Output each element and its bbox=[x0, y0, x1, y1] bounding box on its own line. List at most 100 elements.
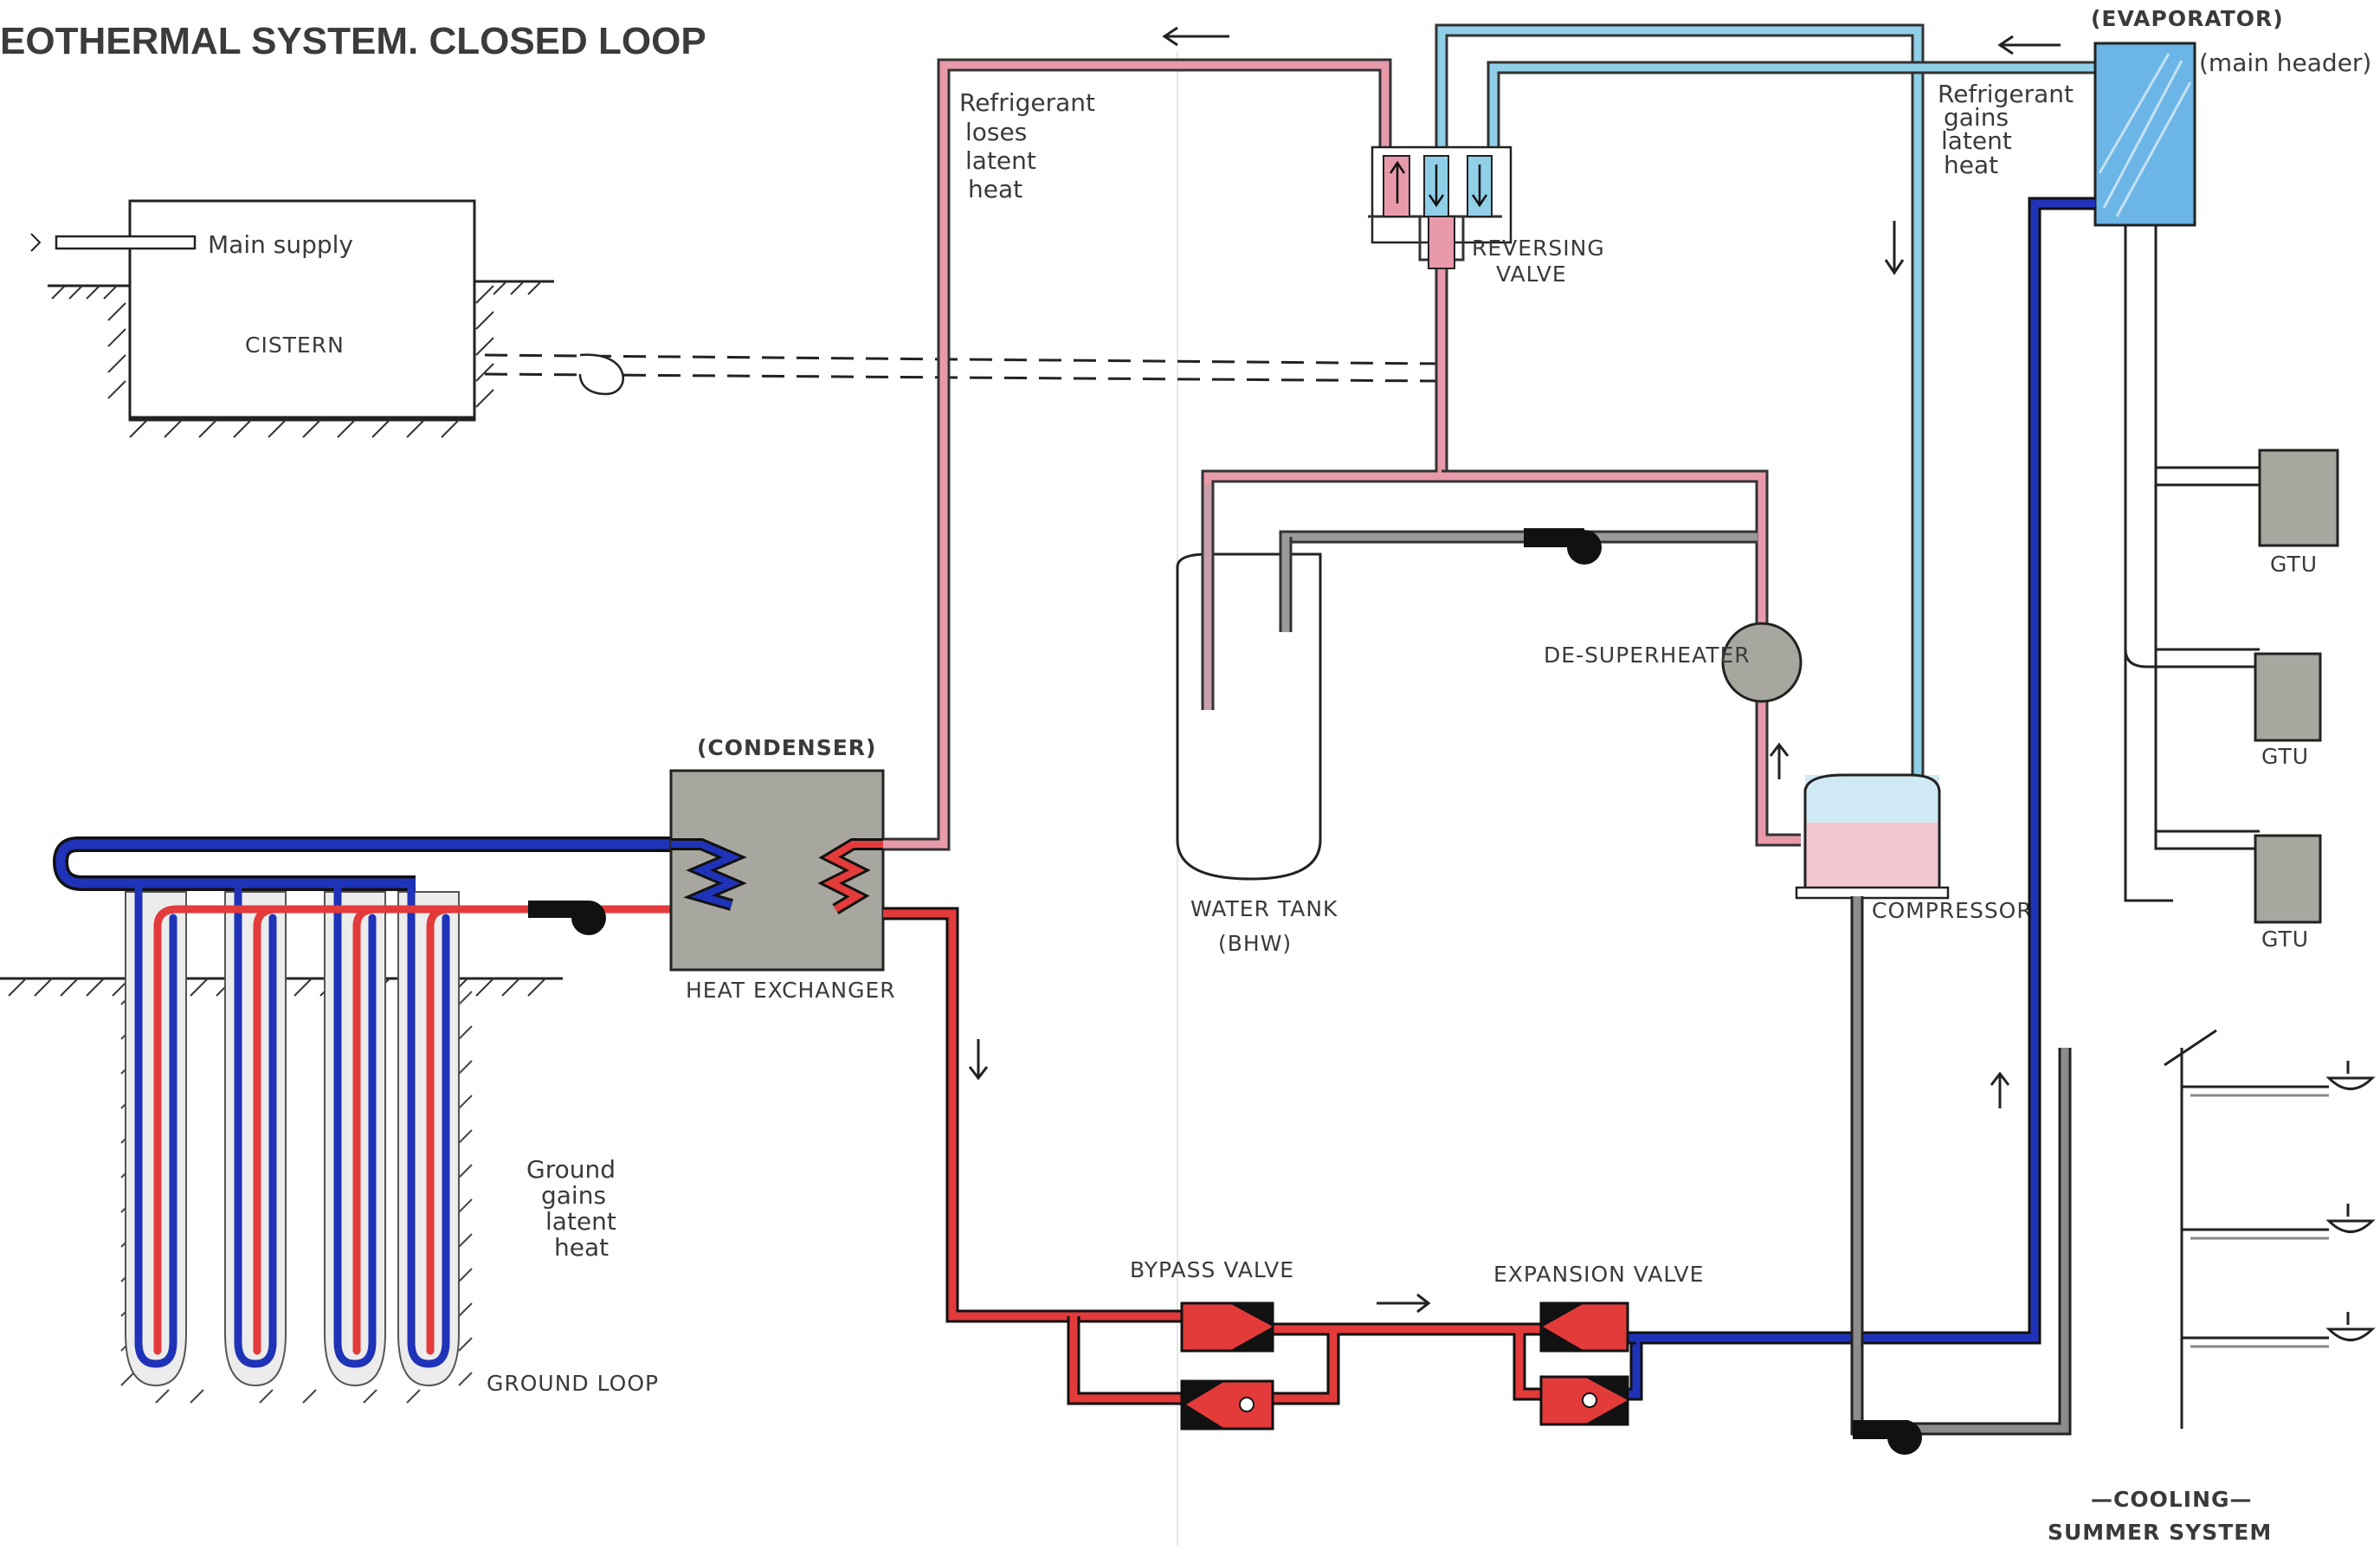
desuperheater-icon bbox=[1721, 622, 1803, 703]
expansion-valve-label: EXPANSION VALVE bbox=[1493, 1262, 1704, 1287]
reversing-valve-label: REVERSING bbox=[1472, 236, 1605, 261]
arrow-down-cool bbox=[1884, 221, 1905, 275]
arrow-top-left bbox=[1162, 26, 1229, 47]
rv-arrows bbox=[1389, 160, 1488, 208]
hot-pipe bbox=[883, 909, 1182, 1321]
bypass-valve-top-arrow bbox=[1229, 1303, 1273, 1351]
water-tank-label-2: (BHW) bbox=[1218, 931, 1292, 956]
loses-heat-label-2: loses bbox=[965, 118, 1027, 146]
arrow-right-bottom bbox=[1377, 1293, 1431, 1314]
hot-pipe-bypass-outline bbox=[1067, 1316, 1182, 1405]
hot-pipe-mid bbox=[1273, 1325, 1541, 1403]
cool-pipe-header bbox=[1489, 63, 2190, 156]
water-tank-group: WATER TANK (BHW) bbox=[1176, 485, 1337, 956]
desuperheater-label: DE-SUPERHEATER bbox=[1544, 643, 1751, 668]
ground-loop-label: GROUND LOOP bbox=[487, 1371, 659, 1396]
u-tube-red-4 bbox=[426, 905, 455, 1355]
expansion-valve-dot bbox=[1582, 1392, 1597, 1408]
gtu-label-1: GTU bbox=[2270, 552, 2318, 577]
u-tube-3 bbox=[333, 879, 377, 1368]
cold-pipe bbox=[1610, 199, 2095, 1398]
reversing-valve: REVERSING VALVE bbox=[1368, 145, 1605, 287]
cool-pipe-outer bbox=[1437, 26, 1922, 849]
ground-header-outline bbox=[52, 836, 710, 891]
gtu-group: GTU GTU GTU bbox=[2254, 449, 2339, 952]
u-tube-4 bbox=[407, 879, 450, 1368]
gtu-unit-1 bbox=[2258, 449, 2339, 547]
evaporator-label: (EVAPORATOR) bbox=[2091, 6, 2284, 31]
cool-pipe-header-outline bbox=[1487, 61, 2190, 156]
warm-pipe-top bbox=[883, 61, 1390, 849]
main-header-label: (main header) bbox=[2199, 48, 2371, 77]
ground-label-4: heat bbox=[554, 1233, 609, 1262]
compressor-base bbox=[1795, 886, 1950, 900]
cistern-hatch bbox=[51, 281, 542, 438]
refrigerant-cool-pipes bbox=[1435, 23, 2190, 849]
tank-pipe-grey bbox=[1281, 533, 1758, 623]
summer-system-label: SUMMER SYSTEM bbox=[2048, 1520, 2272, 1545]
gains-heat-label-2: gains bbox=[1944, 103, 2009, 132]
fixture-icons bbox=[2325, 1061, 2376, 1341]
hot-pipe-outline bbox=[883, 907, 1182, 1323]
u-tube-red-2 bbox=[253, 905, 281, 1355]
compressor-group: COMPRESSOR bbox=[1795, 773, 2033, 923]
diagram-title: EOTHERMAL SYSTEM. CLOSED LOOP bbox=[0, 20, 706, 62]
gtu-label-3: GTU bbox=[2261, 927, 2309, 952]
compressor-outline bbox=[1803, 773, 1941, 894]
cistern-label: CISTERN bbox=[245, 333, 345, 358]
cistern-group: Main supply CISTERN bbox=[30, 199, 1438, 438]
ground-header-blue bbox=[55, 839, 710, 888]
compressor-label: COMPRESSOR bbox=[1872, 898, 2033, 923]
evap-pipe-1 bbox=[2124, 225, 2173, 902]
hot-pipe-bypass bbox=[1069, 1316, 1182, 1403]
cooling-label: —COOLING— bbox=[2091, 1487, 2253, 1512]
condenser-label: (CONDENSER) bbox=[697, 735, 876, 760]
bypass-valve-group: BYPASS VALVE bbox=[1130, 1257, 1294, 1431]
return-pump-icon bbox=[1887, 1420, 1922, 1455]
gains-heat-label-3: latent bbox=[1941, 126, 2012, 155]
main-supply-arrow bbox=[30, 233, 42, 252]
flow-arrows bbox=[968, 26, 2061, 1314]
cistern-dashed-line bbox=[484, 353, 1438, 383]
tank-pipe-outline bbox=[1279, 530, 1758, 623]
loses-heat-label-1: Refrigerant bbox=[959, 88, 1095, 117]
refrigerant-hot-pipes bbox=[883, 907, 1541, 1405]
evaporator-shading bbox=[2098, 53, 2192, 217]
main-supply-pipe bbox=[55, 235, 197, 250]
evap-branches bbox=[2124, 433, 2260, 850]
ground-pump-icon bbox=[571, 901, 606, 935]
cool-pipe-outer-outline bbox=[1435, 23, 1925, 849]
bypass-valve-label: BYPASS VALVE bbox=[1130, 1257, 1294, 1282]
arrow-up-blue bbox=[1990, 1071, 2010, 1108]
fixture-pipes-2 bbox=[2190, 1094, 2329, 1348]
summer-fixtures bbox=[2164, 1029, 2376, 1429]
hx-coil-left bbox=[671, 841, 741, 908]
expansion-valve-group: EXPANSION VALVE bbox=[1493, 1262, 1704, 1426]
compressor-cool-zone bbox=[1805, 775, 1939, 823]
gains-heat-label-1: Refrigerant bbox=[1938, 80, 2074, 108]
evap-branches-2 bbox=[2156, 466, 2260, 833]
gtu-label-2: GTU bbox=[2261, 744, 2309, 769]
ground-loop-group: Ground gains latent heat GROUND LOOP bbox=[0, 836, 714, 1404]
arrow-up-compressor bbox=[1769, 742, 1790, 779]
grey-return bbox=[1853, 896, 2069, 1433]
heat-exchanger-label: HEAT EXCHANGER bbox=[686, 978, 896, 1003]
condenser-group: (CONDENSER) HEAT EXCHANGER bbox=[669, 735, 896, 1003]
bypass-valve-dot bbox=[1239, 1397, 1254, 1412]
cistern-pump bbox=[578, 353, 624, 396]
expansion-valve-bottom-arrow bbox=[1584, 1377, 1628, 1424]
water-tank bbox=[1176, 552, 1322, 881]
rv-port-out bbox=[1428, 216, 1455, 269]
ground-label-1: Ground bbox=[526, 1155, 616, 1184]
ground-label-2: gains bbox=[541, 1181, 606, 1210]
reversing-valve-label-2: VALVE bbox=[1496, 262, 1567, 287]
gtu-unit-2 bbox=[2254, 652, 2322, 742]
ground-label-3: latent bbox=[545, 1207, 616, 1236]
u-tube-2 bbox=[234, 879, 277, 1368]
u-tube-red-3 bbox=[352, 905, 381, 1355]
arrow-down-red bbox=[968, 1039, 989, 1081]
loses-heat-label-4: heat bbox=[968, 175, 1022, 203]
expansion-valve-top-arrow bbox=[1541, 1303, 1584, 1351]
